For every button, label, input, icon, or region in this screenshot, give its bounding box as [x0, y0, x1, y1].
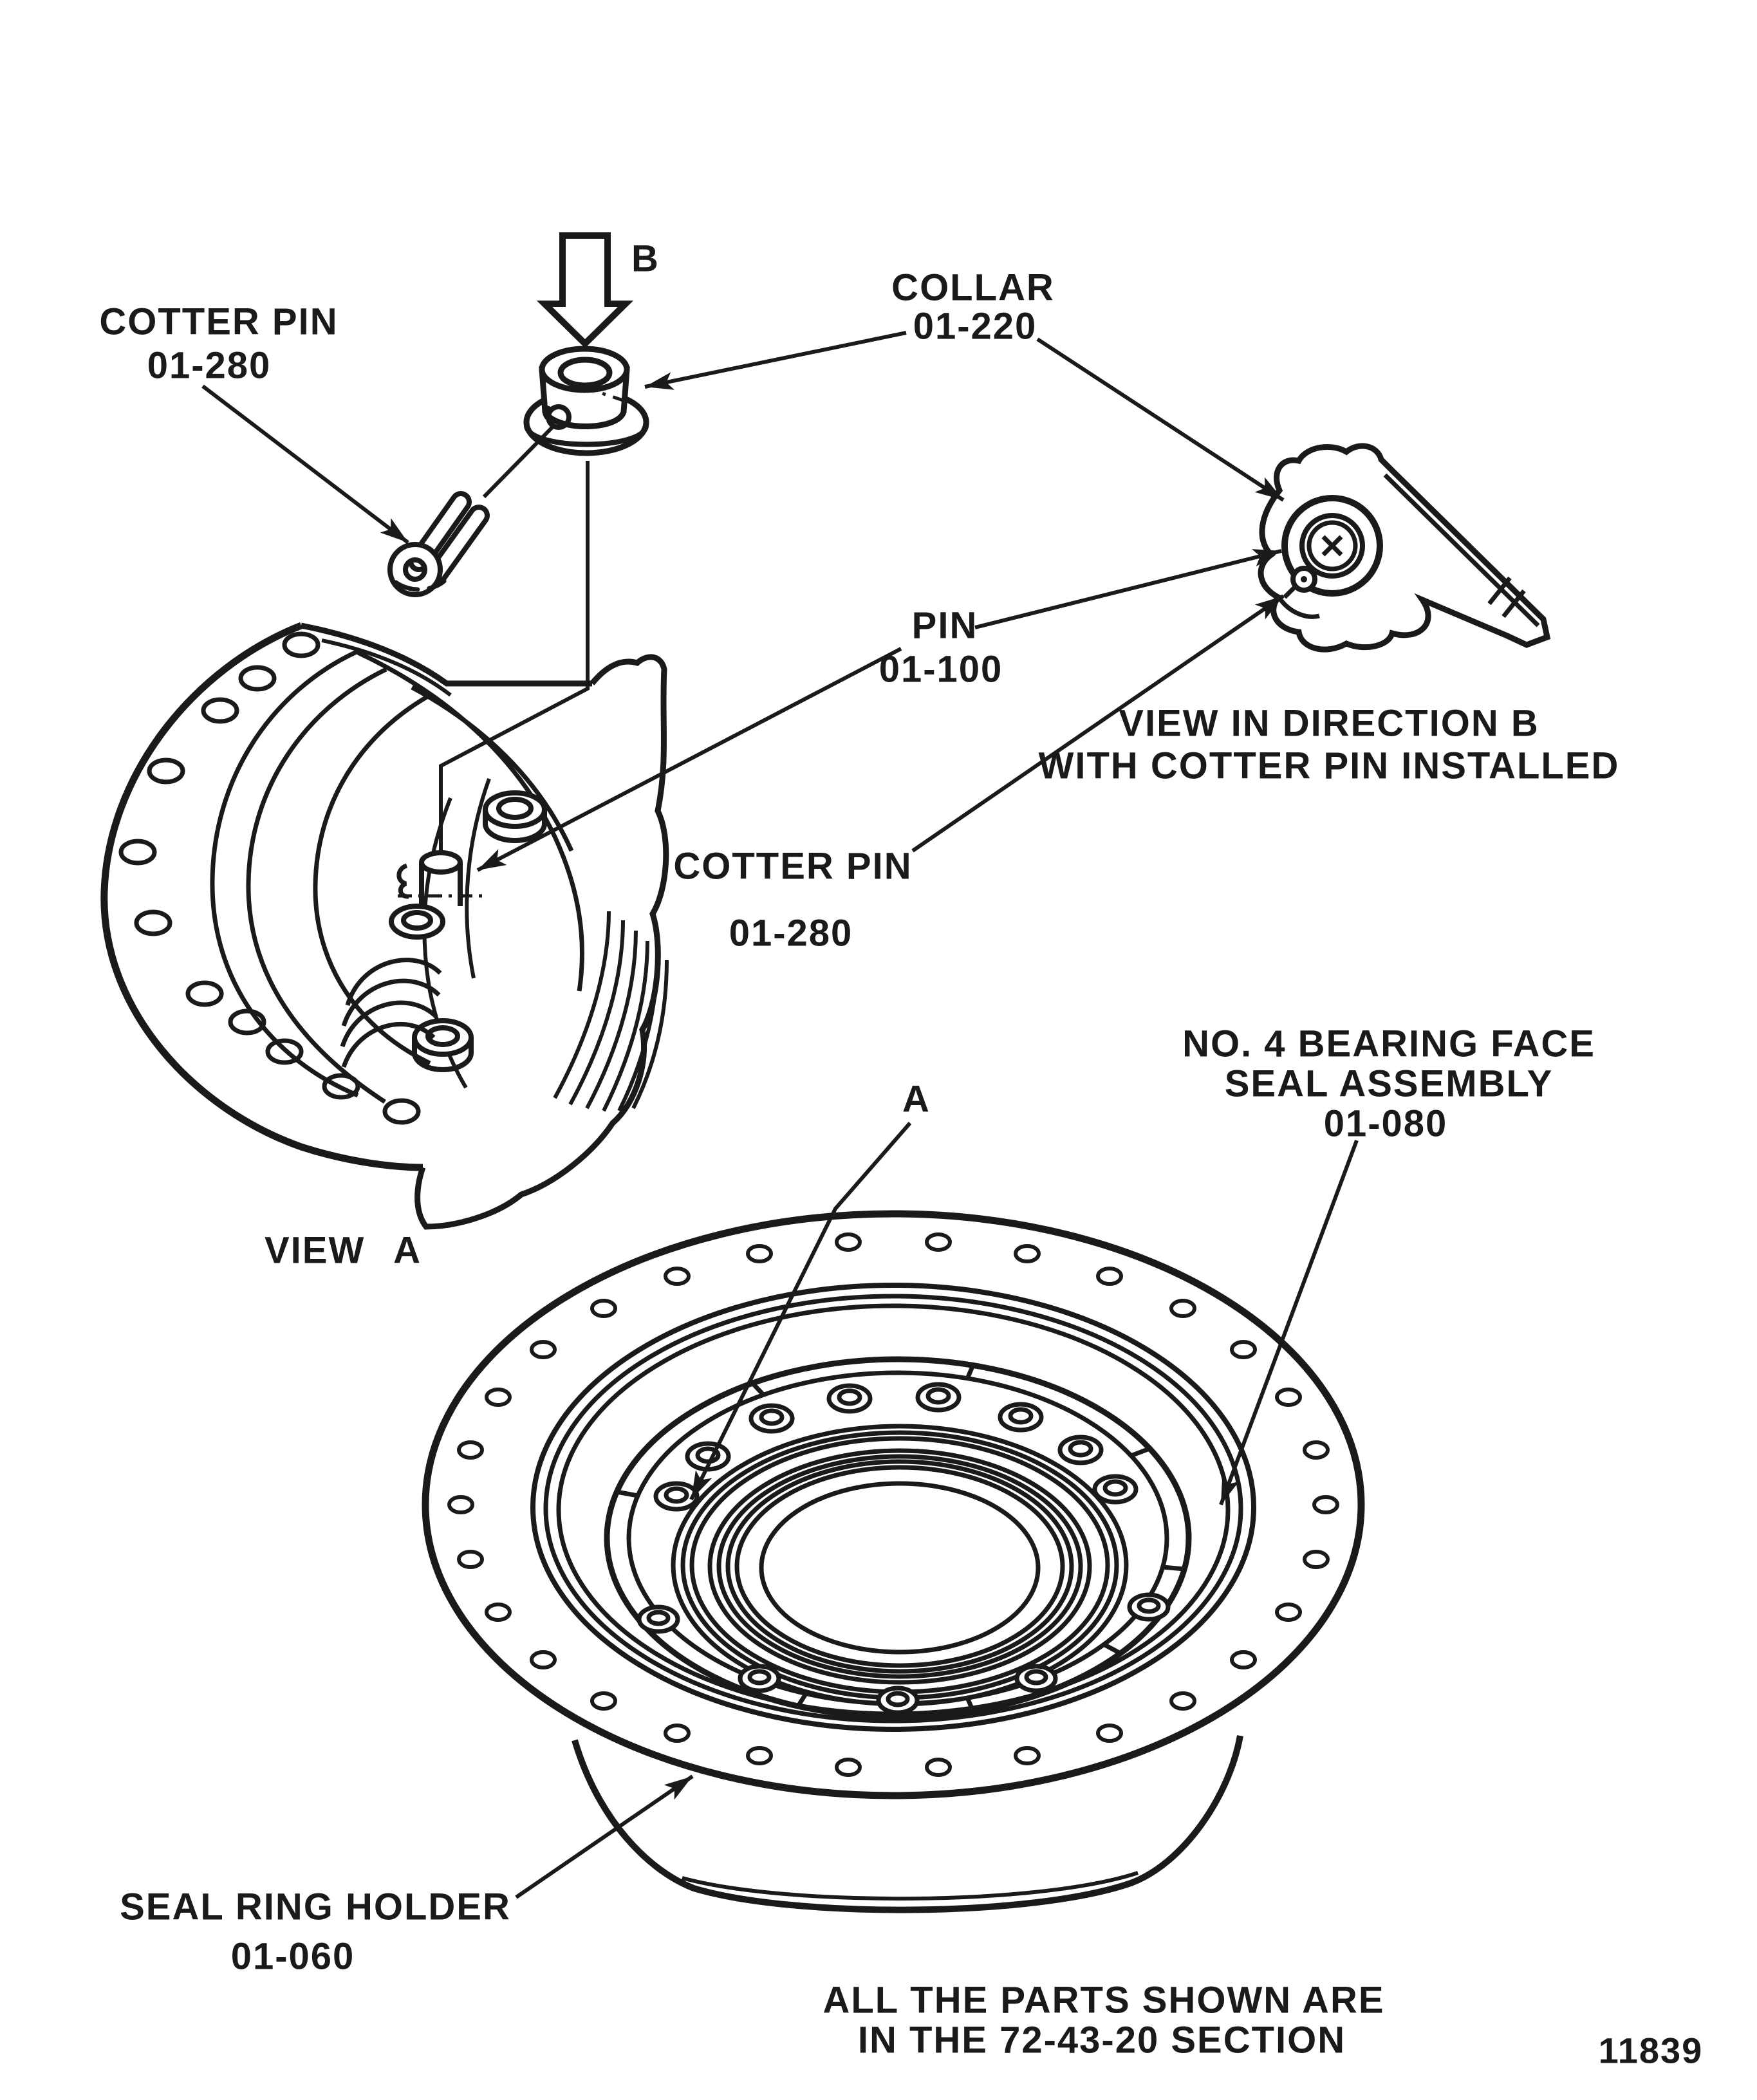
- pin-label: PIN: [911, 604, 978, 647]
- leader-collar-right: [1036, 337, 1285, 502]
- collar-ref: 01-220: [913, 305, 1037, 348]
- direction-b-label: B: [631, 237, 660, 280]
- collar-to-pin-connector: [439, 461, 590, 857]
- leader-cotter-pin-mid: [911, 594, 1285, 853]
- view-a-coil-spring: [340, 958, 442, 1068]
- bearing-seal-ref: 01-080: [1323, 1102, 1448, 1145]
- pin-ref: 01-100: [879, 648, 1003, 691]
- detail-a-label: A: [902, 1078, 931, 1120]
- view-a-caption: VIEW A: [264, 1229, 422, 1272]
- cotter-pin-top-label: COTTER PIN: [99, 301, 339, 343]
- view-a-pin-drawing: [396, 850, 488, 906]
- view-a-housing-drawing: [100, 622, 669, 1230]
- bearing-seal-label-line2: SEAL ASSEMBLY: [1224, 1063, 1554, 1105]
- cotter-pin-mid-label: COTTER PIN: [673, 845, 913, 887]
- view-b-detail-drawing: [1258, 443, 1551, 653]
- footer-line1: ALL THE PARTS SHOWN ARE: [823, 1979, 1385, 2021]
- seal-ring-holder-label: SEAL RING HOLDER: [120, 1886, 511, 1928]
- collar-label: COLLAR: [891, 266, 1055, 309]
- direction-b-block-arrow-icon: [536, 232, 634, 349]
- cotter-pin-drawing: [387, 491, 490, 597]
- collar-drawing: [523, 346, 649, 456]
- leader-pin-left: [476, 647, 902, 872]
- footer-line2: IN THE 72-43-20 SECTION: [857, 2019, 1346, 2061]
- leader-pin-right: [974, 549, 1282, 629]
- leader-collar-left: [644, 331, 907, 390]
- cotter-pin-top-ref: 01-280: [147, 344, 272, 387]
- view-a-flange-bolt-holes: [118, 631, 421, 1125]
- view-b-caption-line1: VIEW IN DIRECTION B: [1119, 702, 1539, 745]
- leader-cotter-pin-top: [201, 384, 409, 544]
- holder-flange-bolt-holes: [447, 1232, 1339, 1777]
- leader-seal-ring-holder: [515, 1774, 694, 1899]
- collar-to-cotterpin-connector: [482, 423, 557, 499]
- leader-bearing-seal: [1219, 1139, 1359, 1506]
- seal-ring-holder-drawing: [422, 1210, 1365, 1913]
- seal-ring-holder-ref: 01-060: [230, 1935, 355, 1978]
- leader-lines: [201, 331, 1359, 1899]
- view-b-caption-line2: WITH COTTER PIN INSTALLED: [1038, 745, 1620, 787]
- cotter-pin-mid-ref: 01-280: [729, 912, 853, 954]
- leader-detail-a: [689, 1122, 912, 1501]
- view-a-ring-bosses: [389, 790, 547, 1072]
- bearing-seal-label-line1: NO. 4 BEARING FACE: [1182, 1023, 1595, 1065]
- assembly-front-lugs: [637, 1592, 1171, 1715]
- figure-number: 11839: [1598, 2030, 1704, 2071]
